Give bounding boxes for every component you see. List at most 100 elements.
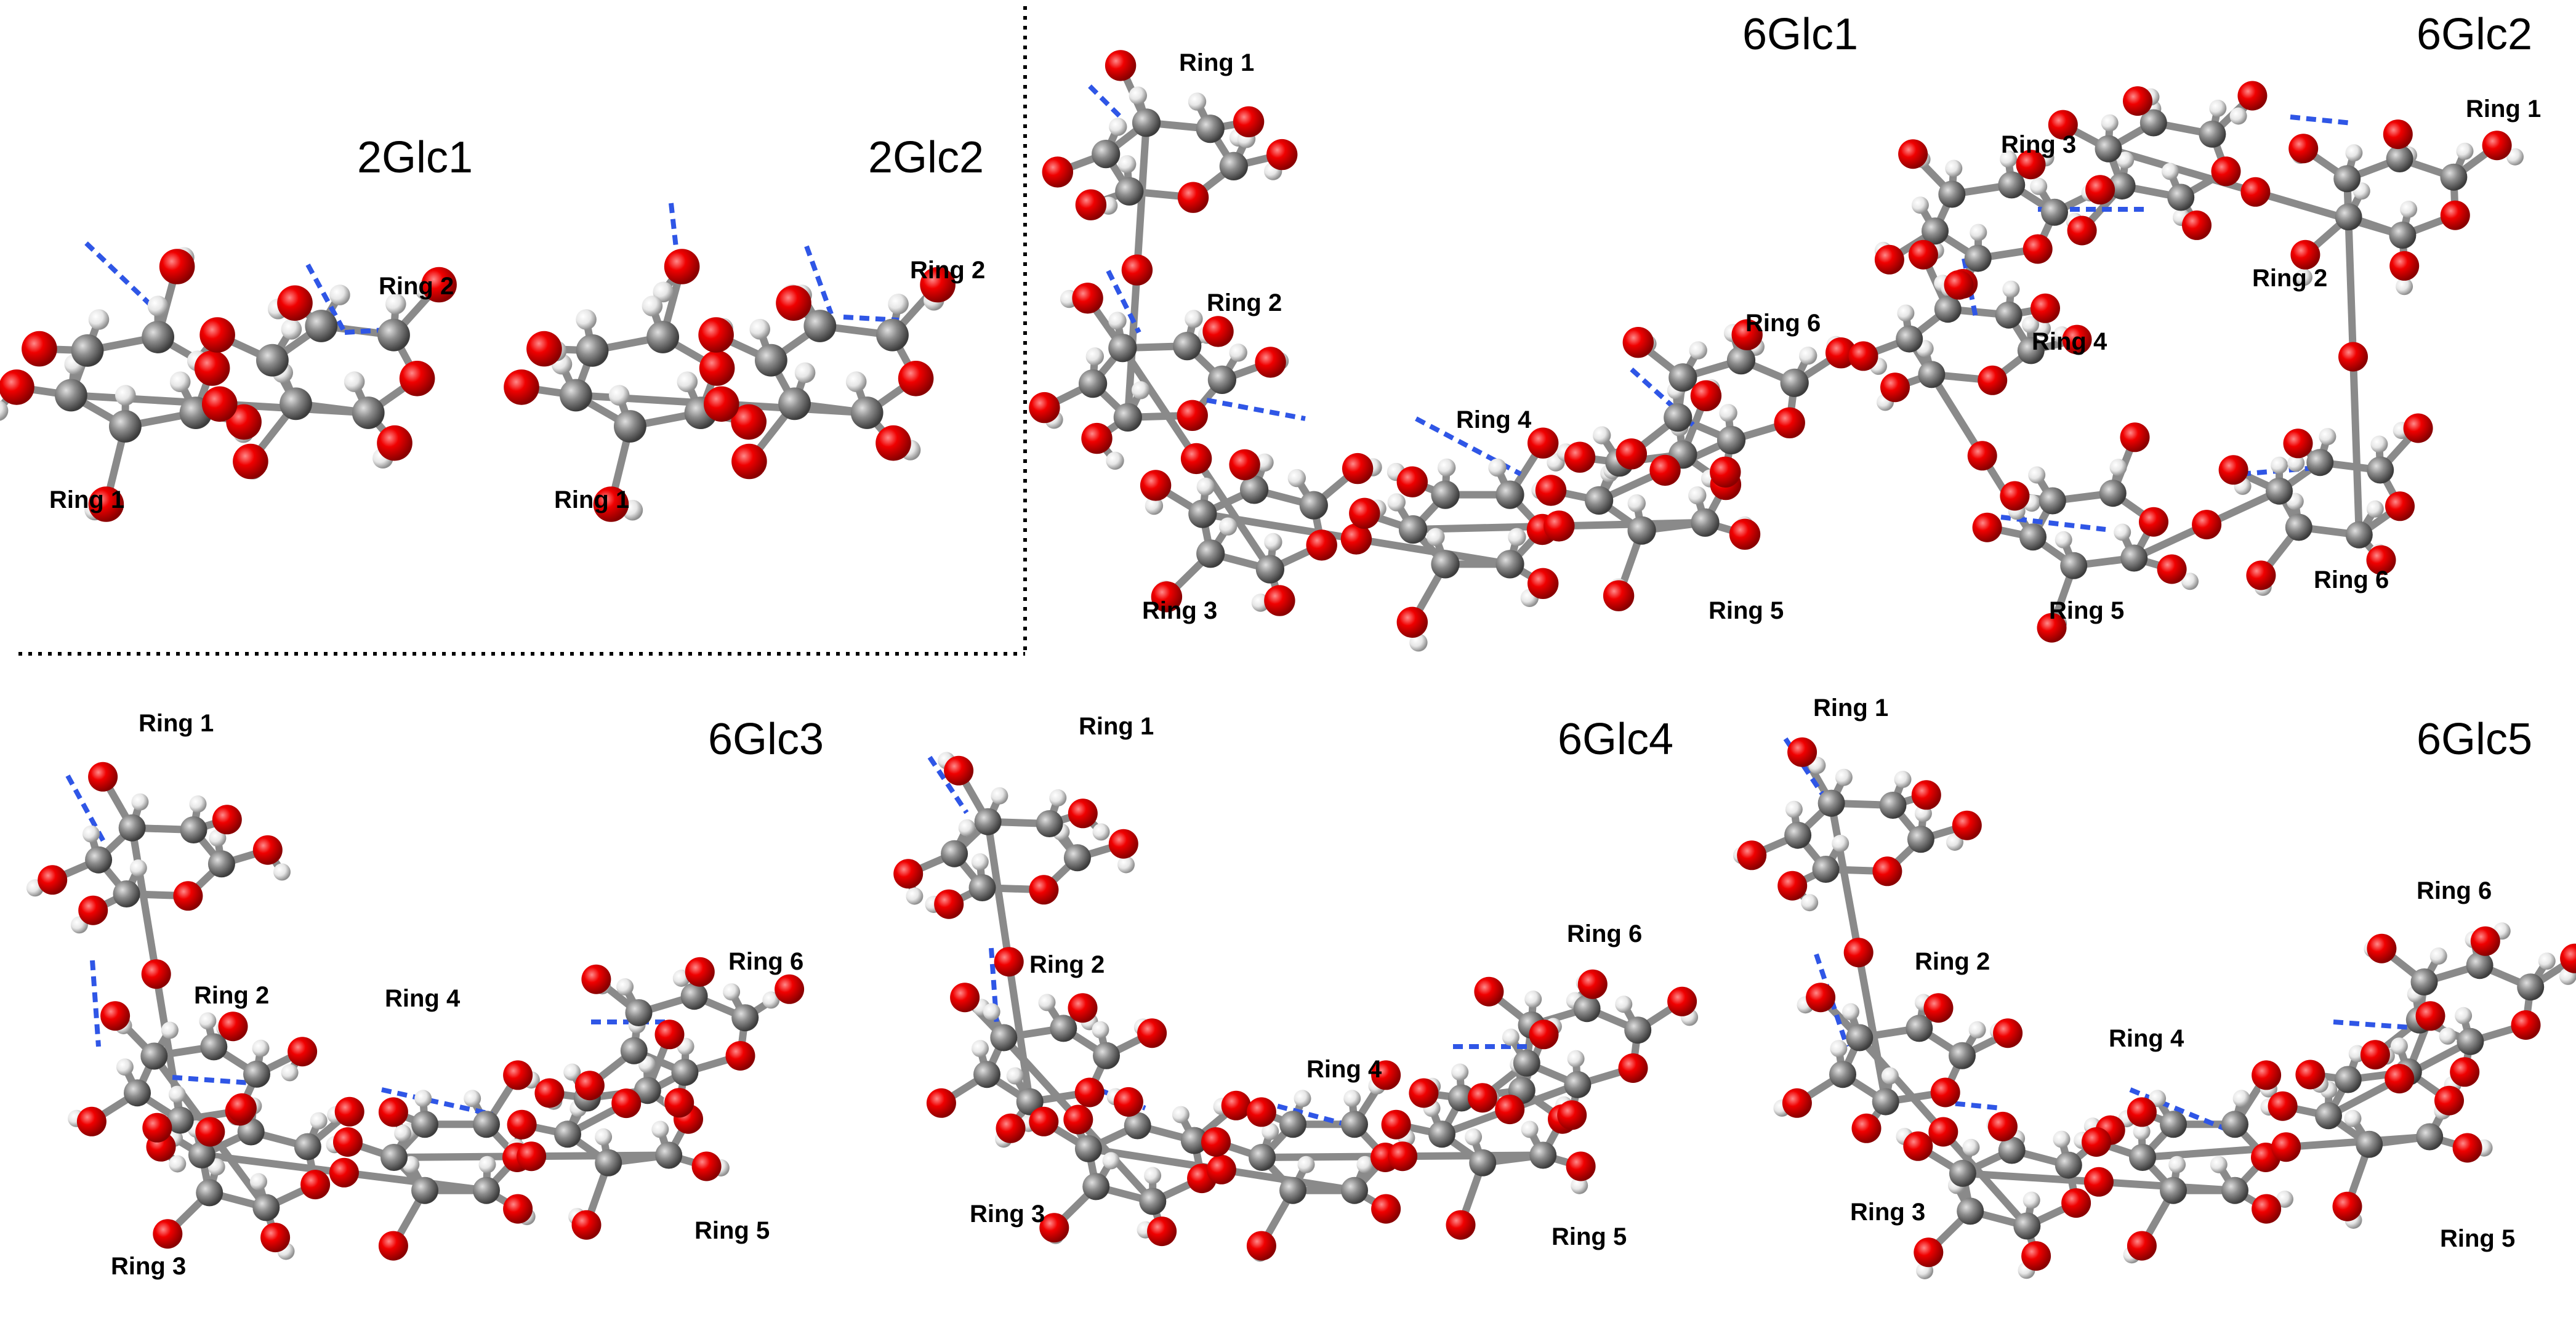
oxygen-atom: [300, 1170, 331, 1200]
oxygen-atom: [202, 386, 238, 422]
carbon-atom: [1907, 826, 1934, 853]
hydrogen-atom: [2400, 201, 2418, 218]
panel-6Glc5: 6Glc5 Ring 1 Ring 2 Ring 3 Ring 4 Ring 5…: [1733, 694, 2576, 1279]
oxygen-atom: [194, 350, 230, 386]
carbon-atom: [85, 846, 113, 874]
oxygen-atom: [1806, 983, 1836, 1013]
carbon-atom: [2017, 337, 2045, 364]
hydrogen-atom: [2344, 1109, 2362, 1127]
oxygen-atom: [534, 1078, 565, 1108]
glycosidic-bond: [1000, 1034, 1082, 1124]
ring-2-label: Ring 2: [1207, 289, 1282, 316]
hydrogen-atom: [2455, 1007, 2473, 1024]
oxygen-atom: [2360, 1040, 2390, 1070]
hydrogen-atom: [1387, 493, 1406, 512]
oxygen-atom: [1063, 1104, 1093, 1135]
oxygen-atom: [1137, 1018, 1167, 1048]
oxygen-atom: [1081, 422, 1113, 454]
hydrogen-atom: [1962, 1138, 1980, 1156]
carbon-atom: [2108, 172, 2136, 200]
oxygen-atom: [1446, 1210, 1476, 1240]
molecule-structure: [1733, 737, 2576, 1279]
hydrogen-atom: [414, 1090, 432, 1108]
hydrogen-bond: [2129, 1087, 2236, 1135]
oxygen-atom: [22, 331, 57, 367]
hydrogen-atom: [2287, 454, 2305, 472]
oxygen-atom: [2062, 324, 2092, 355]
hydrogen-atom: [0, 400, 9, 421]
oxygen-atom: [100, 1001, 131, 1031]
oxygen-atom: [333, 1127, 363, 1157]
hydrogen-atom: [1451, 1063, 1469, 1081]
panel-title: 2Glc2: [868, 133, 984, 182]
hydrogen-atom: [115, 385, 136, 406]
carbon-atom: [1872, 1088, 1899, 1116]
oxygen-atom: [1108, 829, 1138, 859]
oxygen-atom: [776, 285, 811, 321]
carbon-atom: [473, 1176, 500, 1204]
oxygen-atom: [378, 1097, 408, 1127]
oxygen-atom: [142, 1112, 172, 1143]
carbon-atom: [256, 344, 289, 377]
carbon-atom: [1906, 1015, 1933, 1042]
oxygen-atom: [1072, 283, 1103, 314]
oxygen-atom: [996, 1113, 1026, 1143]
carbon-atom: [2315, 1102, 2342, 1130]
bonds: [31, 771, 794, 1255]
oxygen-atom: [277, 285, 313, 321]
oxygen-atom: [1535, 475, 1567, 506]
carbon-atom: [1249, 1144, 1276, 1171]
hydrogen-atom: [88, 309, 110, 330]
oxygen-atom: [581, 964, 611, 994]
hydrogen-atom: [2181, 573, 2199, 590]
hydrogen-atom: [1118, 155, 1137, 174]
carbon-atom: [634, 1077, 661, 1104]
carbon-atom: [2386, 145, 2413, 172]
oxygen-atom: [1042, 156, 1074, 188]
oxygen-atom: [1972, 512, 2002, 542]
hydrogen-atom: [2210, 1156, 2228, 1173]
carbon-atom: [680, 983, 708, 1010]
ring-3-label: Ring 3: [970, 1200, 1045, 1228]
oxygen-atom: [1843, 938, 1874, 968]
oxygen-atom: [893, 859, 924, 889]
oxygen-atom: [725, 1041, 755, 1071]
oxygen-atom: [2283, 428, 2313, 459]
carbon-atom: [1949, 1159, 1976, 1187]
carbon-atom: [554, 1120, 581, 1148]
carbon-atom: [2367, 456, 2394, 484]
carbon-atom: [1036, 810, 1063, 837]
hydrogen-atom: [1117, 856, 1135, 874]
carbon-atom: [614, 410, 646, 443]
hydrogen-atom: [1465, 1128, 1483, 1146]
carbon-atom: [2013, 1212, 2041, 1240]
carbon-atom: [2466, 952, 2493, 979]
hydrogen-atom: [2429, 947, 2447, 965]
oxygen-atom: [1349, 497, 1380, 529]
carbon-atom: [1726, 346, 1756, 375]
oxygen-atom: [2403, 413, 2433, 443]
hydrogen-bond: [172, 1075, 259, 1086]
ring-4-label: Ring 4: [1456, 406, 1532, 433]
hydrogen-atom: [723, 983, 741, 1001]
oxygen-atom: [1474, 976, 1504, 1007]
glycosidic-bond: [1352, 535, 1514, 568]
carbon-atom: [1341, 1111, 1368, 1138]
carbon-atom: [2060, 552, 2088, 579]
carbon-atom: [109, 410, 142, 443]
hydrogen-bond: [1206, 398, 1306, 421]
oxygen-atom: [1201, 1127, 1231, 1157]
hydrogen-atom: [1409, 633, 1428, 652]
carbon-atom: [1957, 1197, 1984, 1225]
oxygen-atom: [1388, 1141, 1418, 1172]
hydrogen-atom: [1627, 494, 1646, 513]
oxygen-atom: [2211, 156, 2241, 187]
hydrogen-atom: [1106, 451, 1124, 470]
hydrogen-atom: [329, 284, 350, 305]
hydrogen-atom: [2109, 459, 2127, 477]
oxygen-atom: [2021, 1241, 2051, 1271]
oxygen-atom: [503, 1060, 533, 1090]
carbon-atom: [1207, 365, 1236, 395]
carbon-atom: [71, 334, 104, 367]
